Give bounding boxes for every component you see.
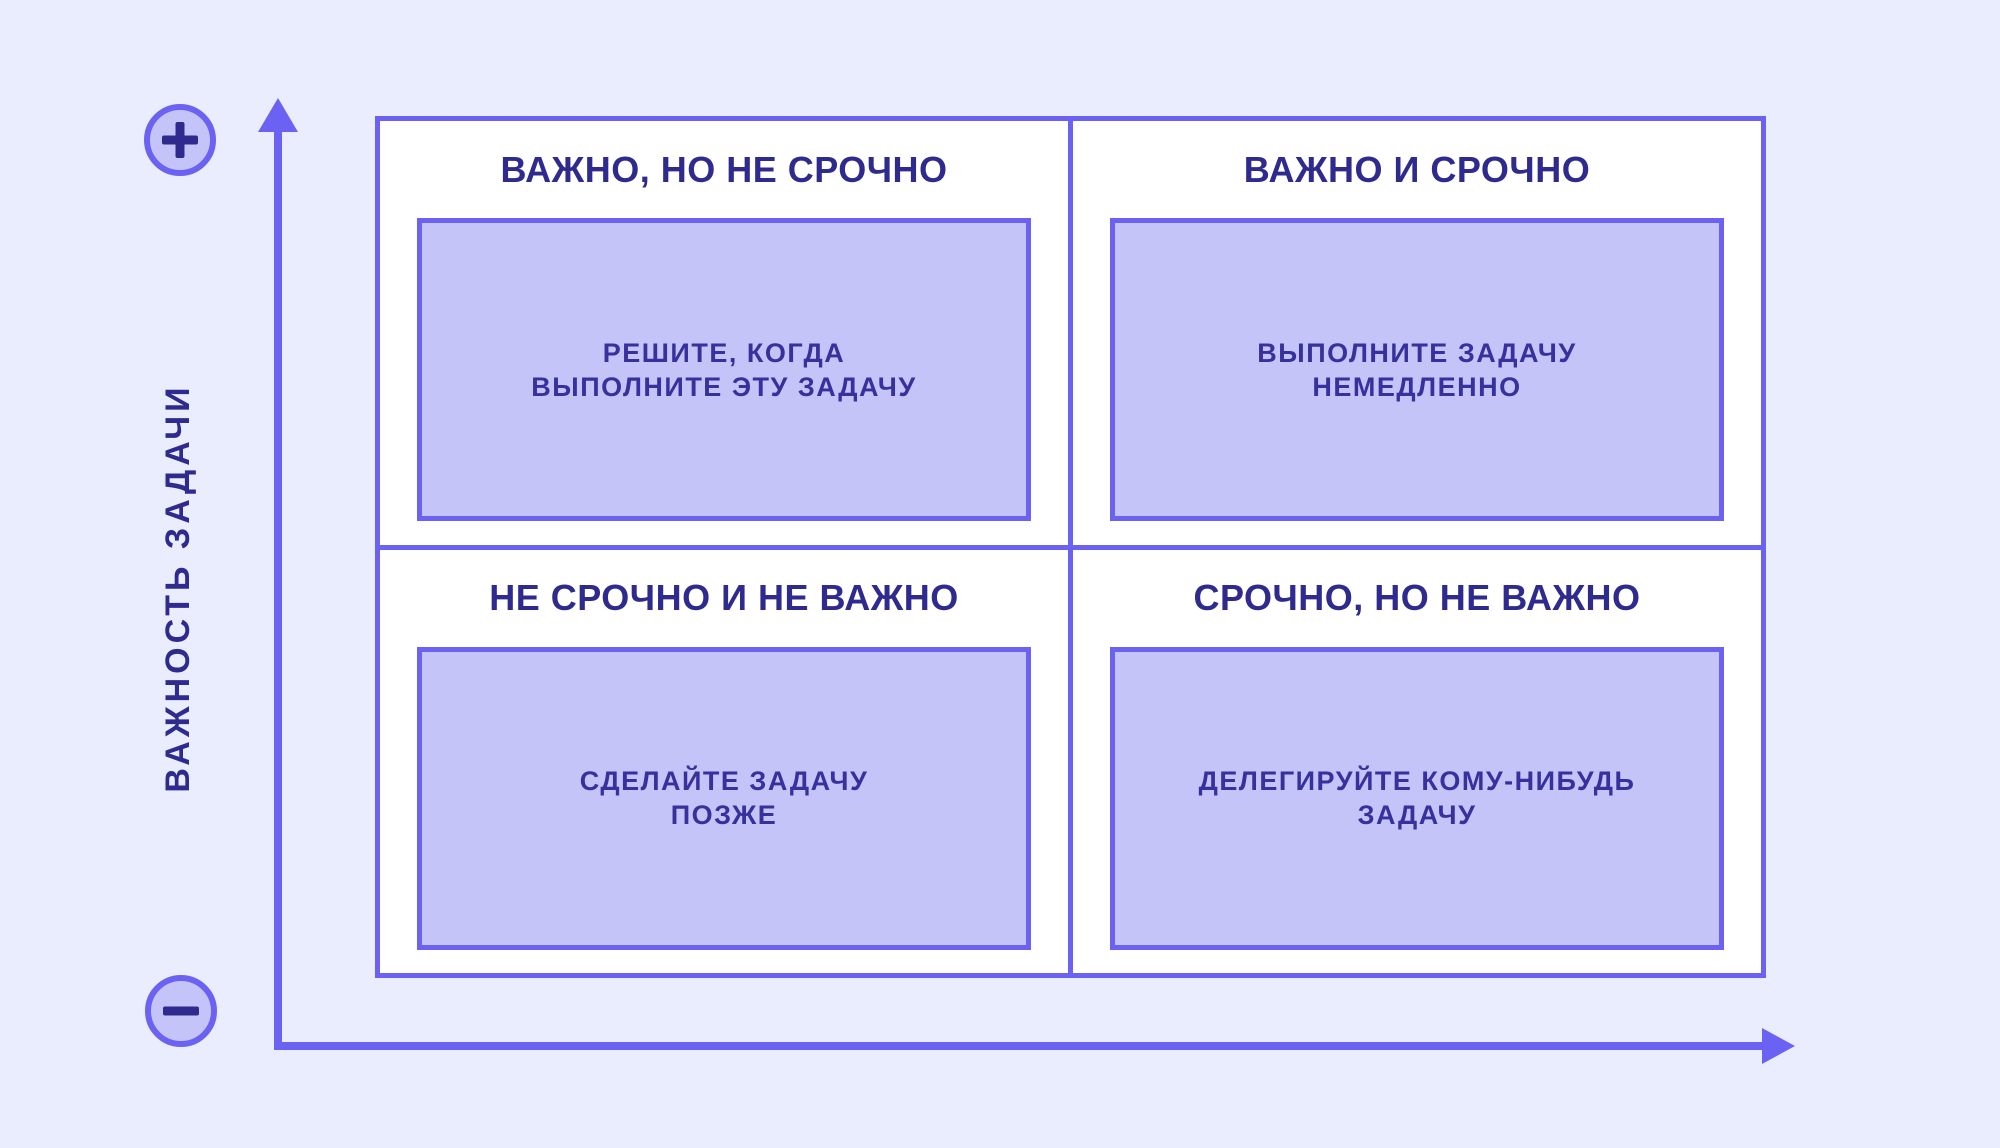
minus-icon-bar (163, 1006, 199, 1016)
x-axis-line (274, 1042, 1766, 1050)
y-axis-line (274, 118, 282, 1046)
quadrant-important-not-urgent: ВАЖНО, НО НЕ СРОЧНО РЕШИТЕ, КОГДА ВЫПОЛН… (380, 121, 1068, 545)
quadrant-title: СРОЧНО, НО НЕ ВАЖНО (1193, 577, 1641, 618)
x-axis-arrowhead-icon (1762, 1028, 1795, 1064)
y-axis-label: ВАЖНОСТЬ ЗАДАЧИ (159, 383, 197, 793)
action-text-line: ПОЗЖЕ (670, 800, 778, 830)
quadrant-not-urgent-not-important: НЕ СРОЧНО И НЕ ВАЖНО СДЕЛАЙТЕ ЗАДАЧУ ПОЗ… (380, 549, 1068, 973)
plus-icon-bar-vertical (175, 122, 185, 158)
minus-icon (145, 975, 217, 1047)
y-axis-arrowhead-icon (258, 98, 298, 132)
action-box: ВЫПОЛНИТЕ ЗАДАЧУ НЕМЕДЛЕННО (1110, 218, 1724, 521)
action-box: РЕШИТЕ, КОГДА ВЫПОЛНИТЕ ЭТУ ЗАДАЧУ (417, 218, 1031, 521)
action-text-line: ЗАДАЧУ (1357, 800, 1477, 830)
action-box: СДЕЛАЙТЕ ЗАДАЧУ ПОЗЖЕ (417, 646, 1031, 950)
action-text-line: ДЕЛЕГИРУЙТЕ КОМУ-НИБУДЬ (1198, 766, 1636, 796)
action-text-line: НЕМЕДЛЕННО (1312, 371, 1522, 402)
plus-icon (144, 104, 216, 176)
quadrant-title: ВАЖНО И СРОЧНО (1243, 148, 1591, 190)
action-text-line: ВЫПОЛНИТЕ ЗАДАЧУ (1257, 337, 1577, 368)
action-text-line: СДЕЛАЙТЕ ЗАДАЧУ (579, 766, 869, 796)
quadrant-title: НЕ СРОЧНО И НЕ ВАЖНО (489, 577, 959, 618)
action-text-line: РЕШИТЕ, КОГДА (602, 337, 846, 368)
priority-matrix: ВАЖНО, НО НЕ СРОЧНО РЕШИТЕ, КОГДА ВЫПОЛН… (375, 116, 1766, 978)
quadrant-important-urgent: ВАЖНО И СРОЧНО ВЫПОЛНИТЕ ЗАДАЧУ НЕМЕДЛЕН… (1073, 121, 1761, 545)
quadrant-urgent-not-important: СРОЧНО, НО НЕ ВАЖНО ДЕЛЕГИРУЙТЕ КОМУ-НИБ… (1073, 549, 1761, 973)
quadrant-title: ВАЖНО, НО НЕ СРОЧНО (500, 148, 948, 190)
action-text-line: ВЫПОЛНИТЕ ЭТУ ЗАДАЧУ (531, 371, 917, 402)
action-box: ДЕЛЕГИРУЙТЕ КОМУ-НИБУДЬ ЗАДАЧУ (1110, 646, 1724, 950)
